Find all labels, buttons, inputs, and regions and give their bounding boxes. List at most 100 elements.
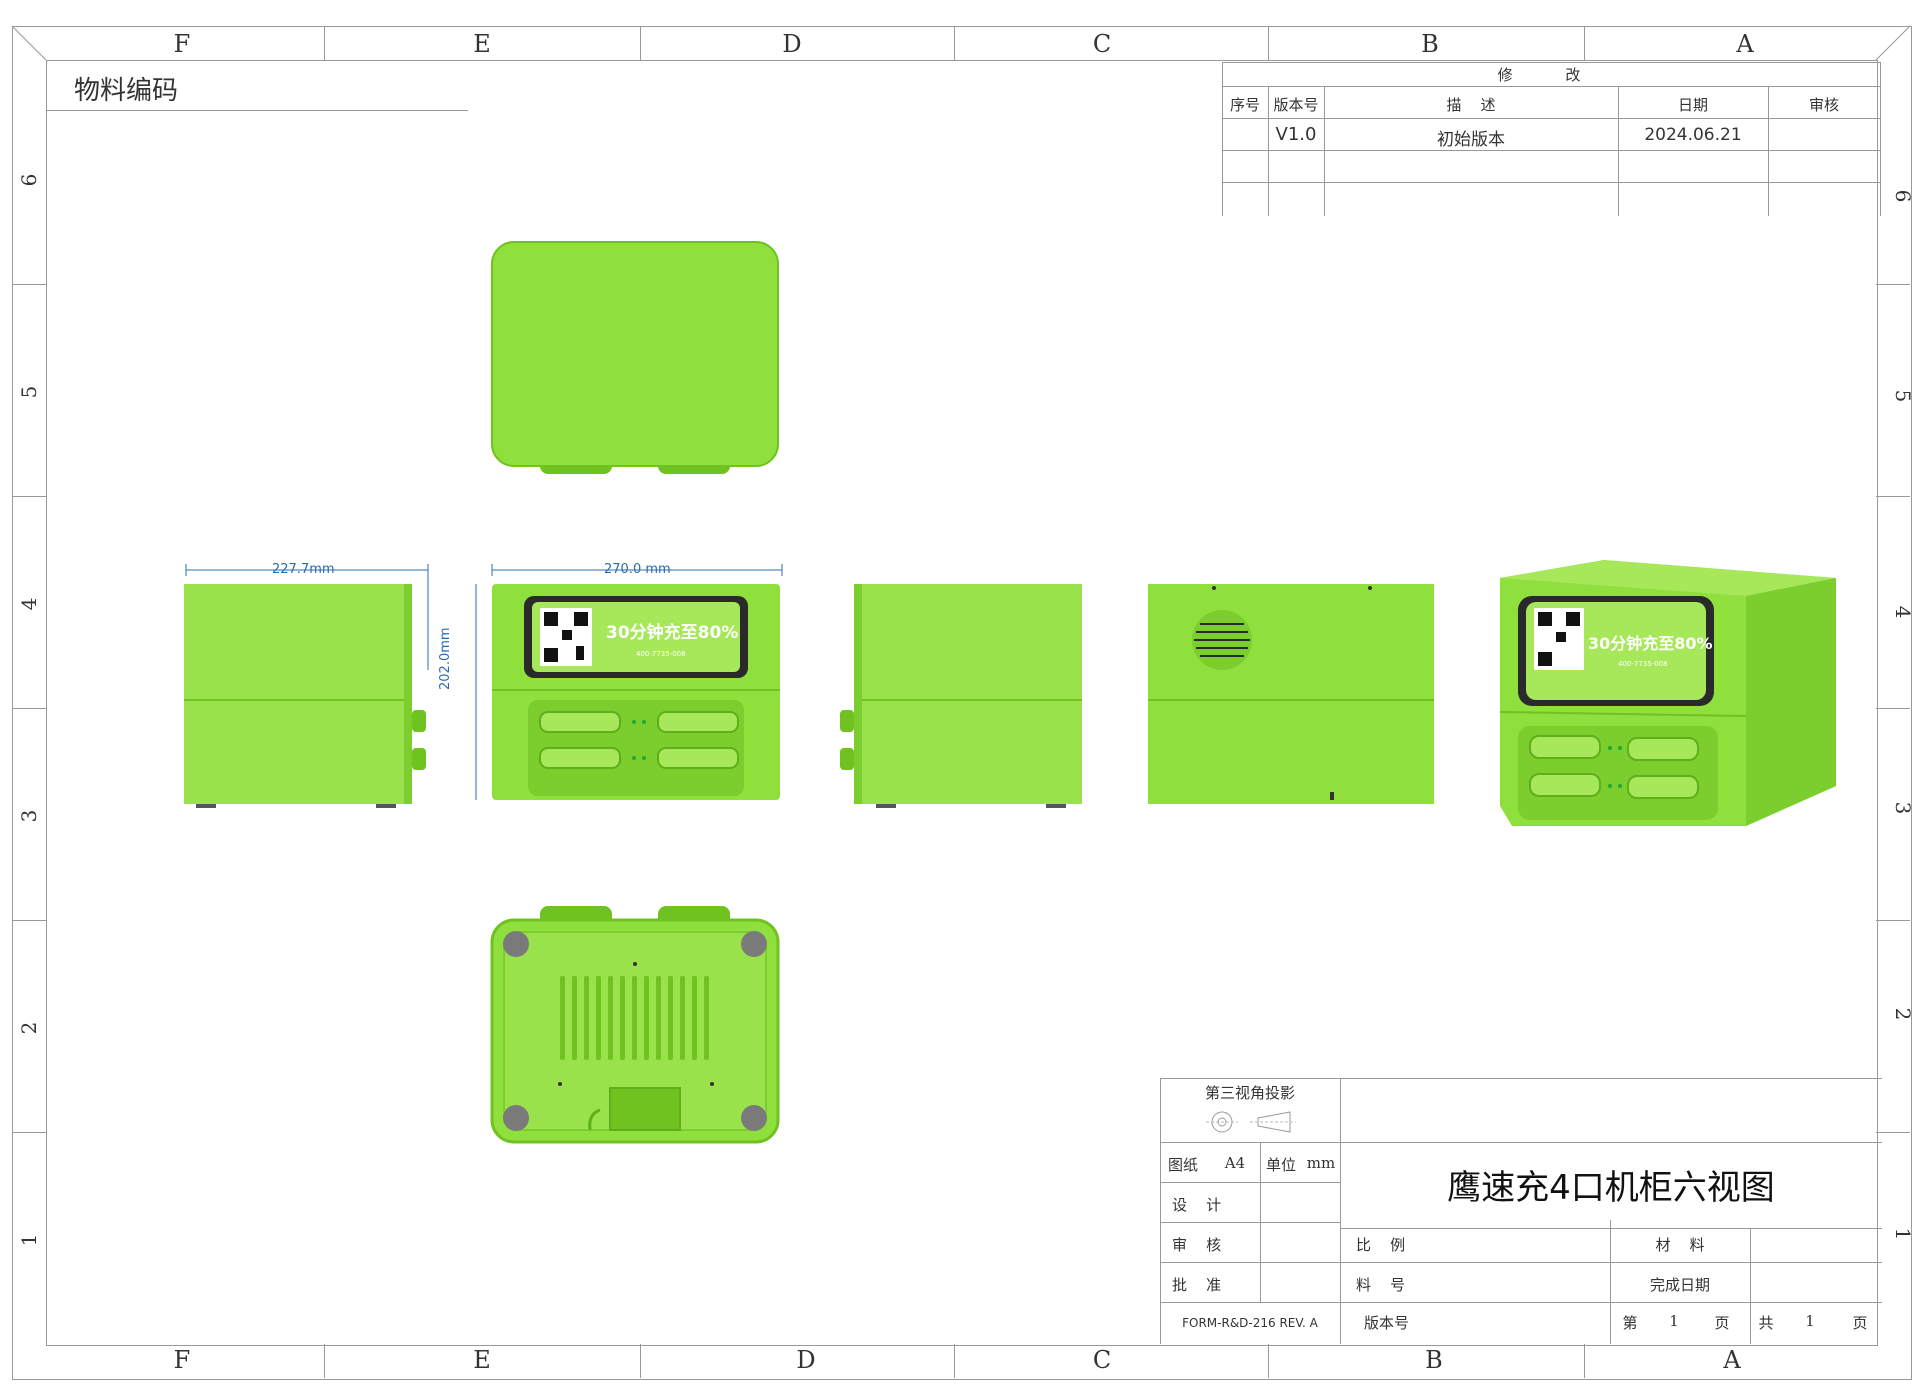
- zone-letter-bottom-d: D: [796, 1346, 816, 1374]
- unit-label: 单位: [1266, 1156, 1297, 1174]
- table-line: [1222, 62, 1880, 63]
- total-number: 1: [1805, 1312, 1815, 1330]
- total-suffix: 页: [1852, 1314, 1868, 1332]
- screen-headline: 30分钟充至80%: [606, 623, 739, 643]
- title-block: 第三视角投影 鹰速充4口机柜六视图 图纸 A4 单位 mm 设 计 审 核 批 …: [1160, 1078, 1882, 1344]
- drawing-frame-outer: [12, 26, 1912, 1380]
- material-code-underline: [46, 110, 468, 111]
- height-dimension-label: 202.0mm: [438, 627, 453, 690]
- table-line: [1222, 150, 1880, 151]
- zone-tick: [12, 1132, 46, 1133]
- page-prefix: 第: [1622, 1314, 1638, 1332]
- zone-letter-top-c: C: [1092, 30, 1112, 58]
- table-line: [1222, 62, 1223, 216]
- form-code: FORM-R&D-216 REV. A: [1182, 1316, 1318, 1330]
- drawing-frame-inner: [46, 60, 1878, 1346]
- table-line: [1222, 182, 1880, 183]
- page-number: 1: [1669, 1312, 1679, 1330]
- table-line: [1160, 1222, 1340, 1223]
- zone-letter-top-b: B: [1421, 30, 1439, 58]
- material-code-label: 物料编码: [74, 76, 179, 106]
- part-number-label: 料 号: [1356, 1276, 1406, 1294]
- width-dimension-label: 270.0 mm: [604, 562, 671, 577]
- iso-screen-hotline: 400-7735-008: [1618, 660, 1668, 668]
- zone-tick: [1876, 496, 1910, 497]
- zone-tick: [324, 1344, 325, 1378]
- zone-letter-bottom-a: A: [1723, 1346, 1741, 1374]
- zone-letter-bottom-c: C: [1092, 1346, 1112, 1374]
- table-line: [1610, 1220, 1611, 1344]
- zone-tick: [1268, 1344, 1269, 1378]
- material-label: 材 料: [1655, 1236, 1705, 1254]
- table-line: [1880, 62, 1881, 216]
- zone-letter-top-d: D: [782, 30, 802, 58]
- projection-label: 第三视角投影: [1204, 1084, 1295, 1102]
- table-line: [1268, 86, 1269, 216]
- table-line: [1260, 1142, 1261, 1302]
- iso-screen-headline: 30分钟充至80%: [1588, 634, 1713, 653]
- zone-tick: [1876, 284, 1910, 285]
- zone-letter-top-e: E: [473, 30, 491, 58]
- zone-letter-top-f: F: [173, 30, 191, 58]
- table-line: [1222, 118, 1880, 119]
- zone-tick: [1268, 26, 1269, 60]
- version-label: 版本号: [1364, 1314, 1410, 1332]
- revision-title: 修 改: [1497, 66, 1605, 84]
- row-date: 2024.06.21: [1644, 125, 1742, 145]
- unit-value: mm: [1306, 1154, 1336, 1172]
- approve-label: 批 准: [1172, 1276, 1222, 1294]
- table-line: [1160, 1302, 1882, 1303]
- finish-date-label: 完成日期: [1649, 1276, 1710, 1294]
- zone-tick: [1876, 1132, 1910, 1133]
- zone-tick: [324, 26, 325, 60]
- zone-tick: [640, 26, 641, 60]
- zone-letter-bottom-b: B: [1425, 1346, 1443, 1374]
- row-version: V1.0: [1275, 124, 1317, 145]
- back-view: [1148, 584, 1434, 804]
- zone-tick: [12, 920, 46, 921]
- table-line: [1340, 1078, 1341, 1344]
- isometric-view: [1499, 560, 1836, 826]
- zone-tick: [1876, 708, 1910, 709]
- top-view: [491, 241, 779, 474]
- page-suffix: 页: [1714, 1314, 1730, 1332]
- zone-tick: [640, 1344, 641, 1378]
- table-line: [1222, 86, 1880, 87]
- table-line: [1768, 86, 1769, 216]
- header-version: 版本号: [1273, 96, 1319, 114]
- review-label: 审 核: [1172, 1236, 1222, 1254]
- zone-tick: [12, 708, 46, 709]
- header-reviewer: 审核: [1808, 96, 1839, 114]
- zone-letter-bottom-f: F: [173, 1346, 191, 1374]
- zone-tick: [1584, 1344, 1585, 1378]
- table-line: [1750, 1228, 1751, 1344]
- scale-label: 比 例: [1356, 1236, 1406, 1254]
- screen-hotline: 400-7735-008: [636, 650, 686, 658]
- paper-label: 图纸: [1168, 1156, 1199, 1174]
- paper-value: A4: [1224, 1154, 1246, 1172]
- table-line: [1160, 1078, 1882, 1079]
- zone-tick: [12, 284, 46, 285]
- bottom-view: [490, 906, 780, 1144]
- zone-letter-bottom-e: E: [473, 1346, 491, 1374]
- zone-tick: [954, 26, 955, 60]
- table-line: [1160, 1182, 1340, 1183]
- zone-letter-top-a: A: [1736, 30, 1754, 58]
- front-view: [475, 564, 783, 800]
- zone-tick: [12, 496, 46, 497]
- drawing-title: 鹰速充4口机柜六视图: [1447, 1168, 1775, 1208]
- table-line: [1160, 1262, 1882, 1263]
- header-date: 日期: [1677, 96, 1708, 114]
- design-label: 设 计: [1172, 1196, 1222, 1214]
- row-description: 初始版本: [1437, 130, 1505, 150]
- header-seq: 序号: [1229, 96, 1260, 114]
- total-prefix: 共: [1758, 1314, 1774, 1332]
- revision-table: 修 改 序号 版本号 描 述 日期 审核 V1.0 初始版本 2024.06.2…: [1222, 62, 1881, 216]
- zone-tick: [1876, 920, 1910, 921]
- third-angle-projection-icon: [1206, 1111, 1296, 1133]
- table-line: [1160, 1078, 1161, 1344]
- table-line: [1324, 86, 1325, 216]
- header-description: 描 述: [1446, 96, 1496, 114]
- table-line: [1160, 1142, 1882, 1143]
